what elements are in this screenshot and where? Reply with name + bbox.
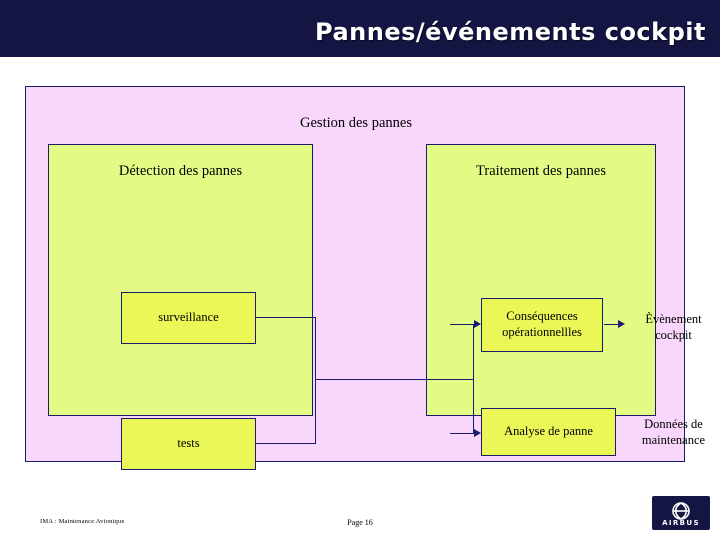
connector-vertical-right [473,324,474,434]
diagram-panel: Gestion des pannes Détection des pannes … [25,86,705,470]
connector-middle-horizontal [315,379,473,380]
box-surveillance: surveillance [121,292,256,344]
footer-course-label: IMA : Maintenance Avionique [40,518,125,525]
arrow-to-analyse-icon [474,429,481,437]
group-traitement: Traitement des pannes [426,144,656,416]
arrow-to-evenement-icon [618,320,625,328]
connector-surveillance-horizontal [256,317,315,318]
group-detection: Détection des pannes [48,144,313,416]
connector-to-analyse [450,433,474,434]
panel-title: Gestion des pannes [300,115,412,131]
airbus-logo: AIRBUS [652,496,710,530]
arrow-to-consequences-icon [474,320,481,328]
label-donnees-maintenance: Données de maintenance [641,417,706,447]
label-evenement-cockpit: Èvènement cockpit [645,312,702,342]
slide-title-bar: Pannes/événements cockpit [0,0,720,57]
connector-vertical-left [315,317,316,444]
connector-tests-horizontal [256,443,315,444]
footer-page-number: Page 16 [347,518,373,527]
group-detection-heading: Détection des pannes [118,163,243,179]
box-consequences-operationnelles: Conséquences opérationnellles [481,298,603,352]
slide-title: Pannes/événements cockpit [315,18,706,46]
connector-to-evenement [604,324,619,325]
box-tests: tests [121,418,256,470]
group-traitement-heading: Traitement des pannes [476,163,606,179]
box-analyse-de-panne: Analyse de panne [481,408,616,456]
airbus-logo-text: AIRBUS [662,519,700,527]
connector-to-consequences [450,324,474,325]
airbus-swirl-icon [672,502,690,520]
